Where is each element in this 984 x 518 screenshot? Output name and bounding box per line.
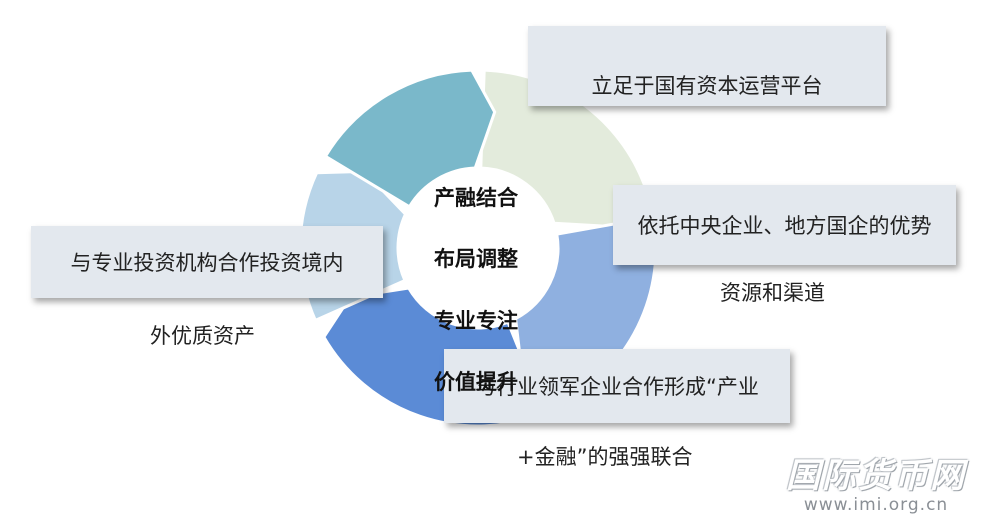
box-bottom-text: 与行业领军企业合作形成“产业: [475, 375, 759, 399]
box-right-text: 依托中央企业、地方国企的优势: [637, 214, 932, 238]
center-label-2: 布局调整: [434, 247, 518, 271]
box-bottom: 与行业领军企业合作形成“产业: [444, 349, 790, 423]
center-label-3: 专业专注: [434, 309, 518, 333]
watermark: 国际货币网 www.imi.org.cn: [786, 448, 966, 515]
cycle-segment-top-left: [323, 68, 497, 209]
watermark-url: www.imi.org.cn: [803, 495, 949, 515]
box-bottom-continuation: +金融”的强强联合: [517, 445, 693, 469]
box-right: 依托中央企业、地方国企的优势: [613, 185, 956, 265]
box-left-text: 与专业投资机构合作投资境内: [70, 251, 344, 275]
box-top-right: 立足于国有资本运营平台: [528, 26, 886, 106]
cycle-center-circle: [400, 170, 556, 326]
box-top-right-text: 立足于国有资本运营平台: [591, 74, 823, 98]
box-right-continuation: 资源和渠道: [720, 281, 825, 305]
box-left-continuation: 外优质资产: [150, 324, 255, 348]
watermark-name: 国际货币网: [786, 456, 966, 496]
center-label-1: 产融结合: [434, 186, 518, 210]
box-left: 与专业投资机构合作投资境内: [31, 226, 383, 298]
center-label-4: 价值提升: [434, 370, 518, 394]
